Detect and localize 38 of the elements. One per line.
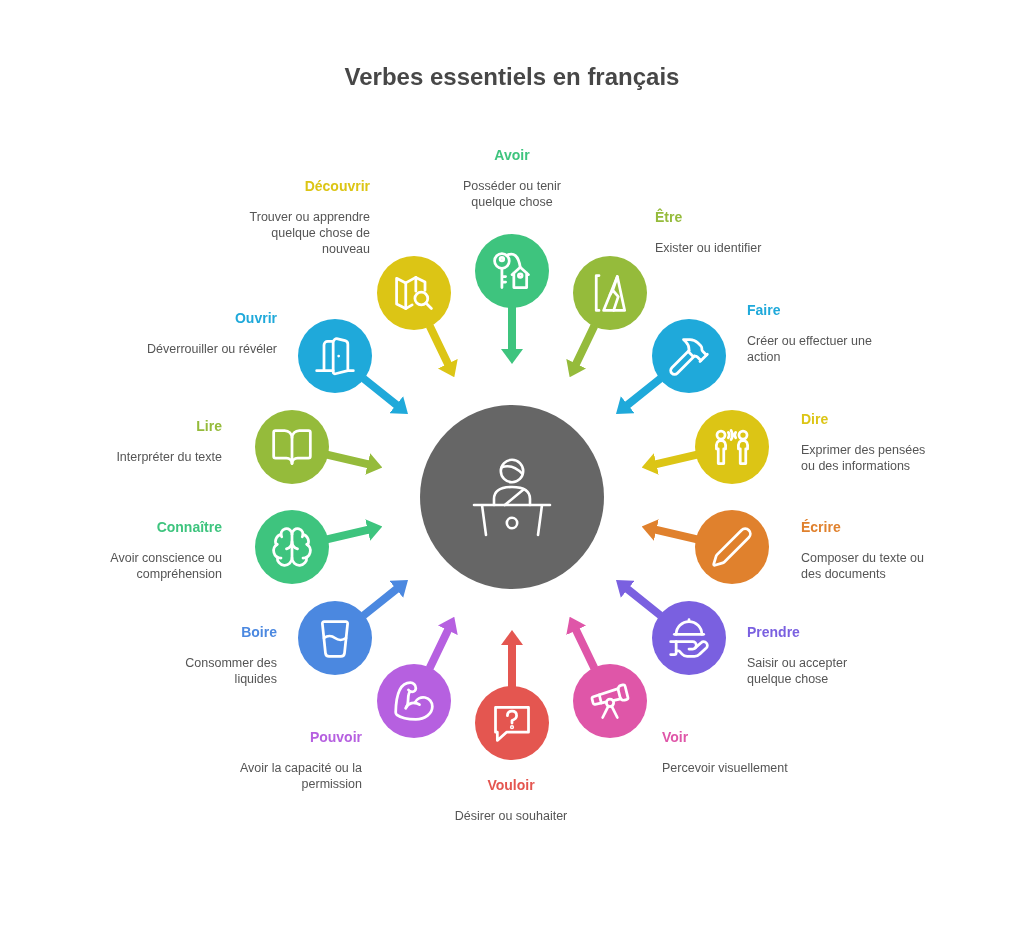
verb-heading: Voir: [662, 728, 689, 746]
verb-heading: Pouvoir: [309, 728, 362, 746]
arrow: [640, 519, 699, 544]
verb-definition: Avoir la capacité ou la permission: [238, 760, 362, 792]
arrow: [640, 450, 699, 475]
verb-heading: Vouloir: [487, 776, 535, 794]
arrow: [566, 324, 598, 379]
verb-heading: Découvrir: [304, 177, 370, 195]
verb-definition: Percevoir visuellement: [662, 760, 788, 776]
verb-heading: Connaître: [156, 518, 222, 536]
verb-definition: Créer ou effectuer une action: [747, 333, 873, 365]
arrow: [501, 307, 523, 364]
verb-heading: Être: [655, 208, 683, 226]
verb-definition: Avoir conscience ou compréhension: [109, 550, 222, 582]
verb-definition: Exister ou identifier: [655, 240, 762, 256]
verb-heading: Faire: [747, 301, 781, 319]
verb-definition: Composer du texte ou des documents: [801, 550, 925, 582]
arrow: [325, 519, 384, 544]
verb-definition: Posséder ou tenir quelque chose: [462, 178, 562, 210]
verb-definition: Saisir ou accepter quelque chose: [747, 655, 849, 687]
verb-heading: Prendre: [747, 623, 800, 641]
verb-heading: Boire: [241, 623, 277, 641]
diagram-title: Verbes essentiels en français: [344, 62, 680, 92]
verb-definition: Consommer des liquides: [184, 655, 277, 687]
verb-definition: Trouver ou apprendre quelque chose de nouveau: [248, 209, 370, 257]
verb-heading: Dire: [801, 410, 829, 428]
arrow: [426, 324, 458, 379]
arrow: [426, 615, 458, 670]
arrow: [566, 615, 598, 670]
verb-definition: Exprimer des pensées ou des informations: [801, 442, 927, 474]
verb-definition: Désirer ou souhaiter: [454, 808, 568, 824]
verb-heading: Lire: [196, 417, 222, 435]
verb-heading: Ouvrir: [235, 309, 277, 327]
arrow: [325, 450, 384, 475]
verb-definition: Déverrouiller ou révéler: [147, 341, 277, 357]
verb-heading: Avoir: [494, 146, 530, 164]
verb-definition: Interpréter du texte: [116, 449, 222, 465]
verb-heading: Écrire: [801, 518, 841, 536]
